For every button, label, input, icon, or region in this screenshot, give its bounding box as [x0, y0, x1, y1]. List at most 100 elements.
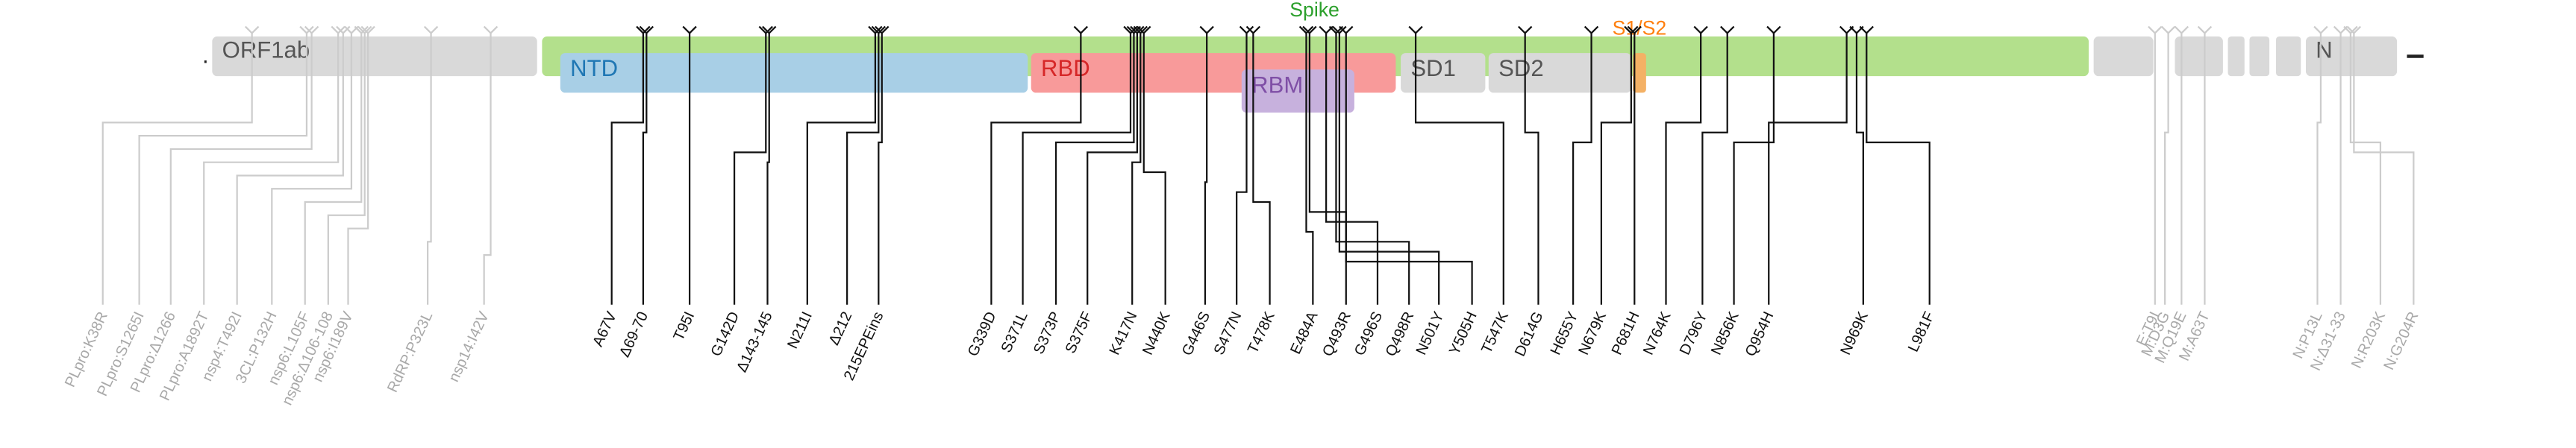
spike-mutation-tick-143-145: [762, 25, 777, 34]
spike-mutation-label-g339d: G339D: [965, 309, 1000, 359]
spike-mutation-connector-n856k: [1733, 33, 1775, 305]
spike-mutation-label-q498r: Q498R: [1383, 309, 1418, 359]
orf1ab-mutation-label-rdrp-p323l: RdRP:P323L: [384, 309, 436, 395]
spike-mutation-connector-s371l: [1022, 33, 1132, 305]
orf1ab-mutation-connector-nsp6-106-108: [327, 33, 366, 305]
spike-mutation-tick-a67v: [636, 25, 651, 34]
spike-mutation-label-s477n: S477N: [1211, 309, 1245, 358]
orf1ab-mutation-connector-plpro-s1265i: [138, 33, 308, 305]
spike-mutation-label-t95i: T95I: [670, 309, 698, 344]
orf1ab-mutation-label-nsp14-i42v: nsp14:I42V: [446, 309, 493, 385]
spike-mutation-label-s375f: S375F: [1063, 309, 1096, 356]
spike-mutation-connector-s477n: [1236, 33, 1248, 305]
spike-mutation-tick-s477n: [1239, 25, 1254, 34]
spike-mutation-connector-h655y: [1572, 33, 1592, 305]
structural-mutation-tick-m-q19e: [2174, 25, 2189, 34]
orf1ab-mutation-tick-plpro-1266: [304, 25, 319, 34]
ntd-domain-box: [560, 53, 1028, 93]
orf1ab-mutation-connector-plpro-k38r: [101, 33, 253, 305]
structural-mutation-tick-m-d3g: [2160, 25, 2176, 34]
n-gene-label: N: [2316, 37, 2332, 63]
spike-mutation-tick-e484a: [1298, 25, 1314, 34]
spike-mutation-label-n501y: N501Y: [1413, 309, 1448, 358]
structural-mutation-connector-m-d3g: [2164, 33, 2169, 305]
spike-mutation-label-s373p: S373P: [1031, 309, 1064, 357]
spike-mutation-connector-g446s: [1204, 33, 1208, 305]
structural-mutation-tick-n-r203k: [2343, 25, 2358, 34]
spike-mutation-connector-g339d: [990, 33, 1082, 305]
spike-mutation-tick-g339d: [1073, 25, 1089, 34]
spike-mutation-tick-215epeins: [875, 25, 890, 34]
orf1ab-mutation-connector-plpro-a1892t: [203, 33, 340, 305]
orf1ab-mutation-tick-nsp14-i42v: [483, 25, 498, 34]
structural-mutation-tick-n-g204r: [2346, 25, 2362, 34]
spike-mutation-connector-n969k: [1855, 33, 1864, 305]
spike-mutation-tick-69-70: [639, 25, 654, 34]
spike-mutation-tick-t478k: [1245, 25, 1261, 34]
orf1ab-mutation-connector-3cl-p132h: [271, 33, 353, 305]
spike-mutation-label-p681h: P681H: [1609, 309, 1643, 358]
orf1ab-leading-dot: .: [202, 42, 209, 68]
spike-mutation-connector-y505h: [1345, 33, 1473, 305]
n-gene-bar: [2305, 36, 2398, 77]
orf1ab-mutation-tick-plpro-a1892t: [331, 25, 346, 34]
spike-mutation-connector-l981f: [1866, 33, 1931, 305]
spike-mutation-tick-g446s: [1199, 25, 1214, 34]
spike-mutation-connector-t547k: [1414, 33, 1504, 305]
orf1ab-mutation-tick-nsp6-l105f: [354, 25, 369, 34]
spike-mutation-connector-n211i: [806, 33, 877, 305]
spike-mutation-tick-n764k: [1693, 25, 1708, 34]
spike-mutation-connector-n501y: [1338, 33, 1440, 305]
spike-mutation-connector-e484a: [1305, 33, 1314, 305]
spike-mutation-label-e484a: E484A: [1287, 309, 1322, 356]
spike-mutation-connector-d614g: [1524, 33, 1539, 305]
orf10-marker: [2407, 54, 2424, 58]
structural-mutation-connector-n-r203k: [2349, 33, 2382, 305]
spike-mutation-tick-n679k: [1624, 25, 1639, 34]
spike-mutation-label-k417n: K417N: [1107, 309, 1141, 358]
spike-mutation-label-d796y: D796Y: [1677, 309, 1711, 358]
rbm-label: RBM: [1251, 72, 1303, 98]
spike-mutation-tick-p681h: [1627, 25, 1642, 34]
structural-mutation-connector-n-g204r: [2353, 33, 2415, 305]
spike-mutation-connector-g142d: [733, 33, 767, 305]
s1s2-cleavage-box: [1633, 53, 1646, 93]
rbd-label: RBD: [1041, 55, 1090, 81]
spike-mutation-tick-n856k: [1766, 25, 1781, 34]
ntd-label: NTD: [570, 55, 618, 81]
spike-mutation-label-69-70: Δ69-70: [616, 309, 651, 360]
e-gene-bar: [2093, 36, 2154, 77]
orf1ab-mutation-tick-rdrp-p323l: [423, 25, 439, 34]
spike-mutation-tick-g142d: [758, 25, 773, 34]
orf1ab-mutation-tick-nsp6-i189v: [360, 25, 375, 34]
m-gene-bar: [2175, 36, 2223, 77]
spike-mutation-label-l981f: L981F: [1905, 309, 1938, 355]
sd1-label: SD1: [1410, 55, 1455, 81]
spike-mutation-connector-d796y: [1701, 33, 1728, 305]
spike-mutation-label-s371l: S371L: [998, 309, 1031, 356]
spike-mutation-tick-d614g: [1518, 25, 1533, 34]
structural-mutation-tick-n-p13l: [2313, 25, 2328, 34]
spike-mutation-tick-k417n: [1133, 25, 1148, 34]
spike-mutation-label-n211i: N211I: [784, 309, 816, 351]
spike-mutation-connector-k417n: [1131, 33, 1142, 305]
spike-mutation-label-t478k: T478K: [1245, 309, 1278, 356]
spike-mutation-label-212: Δ212: [826, 309, 856, 348]
spike-mutation-connector-69-70: [642, 33, 648, 305]
orf6-gene-bar: [2228, 36, 2245, 77]
orf1ab-mutation-connector-nsp14-i42v: [483, 33, 492, 305]
spike-mutation-connector-143-145: [766, 33, 770, 305]
spike-mutation-connector-g496s: [1325, 33, 1379, 305]
spike-mutation-tick-212: [871, 25, 887, 34]
spike-mutation-label-y505h: Y505H: [1446, 309, 1481, 358]
spike-mutation-tick-d796y: [1720, 25, 1735, 34]
orf1ab-mutation-tick-plpro-s1265i: [299, 25, 314, 34]
spike-gene-label: Spike: [1289, 0, 1339, 21]
spike-mutation-label-q493r: Q493R: [1319, 309, 1354, 359]
spike-mutation-connector-s373p: [1054, 33, 1135, 305]
spike-mutation-label-g446s: G446S: [1179, 309, 1213, 359]
spike-mutation-tick-t95i: [682, 25, 697, 34]
